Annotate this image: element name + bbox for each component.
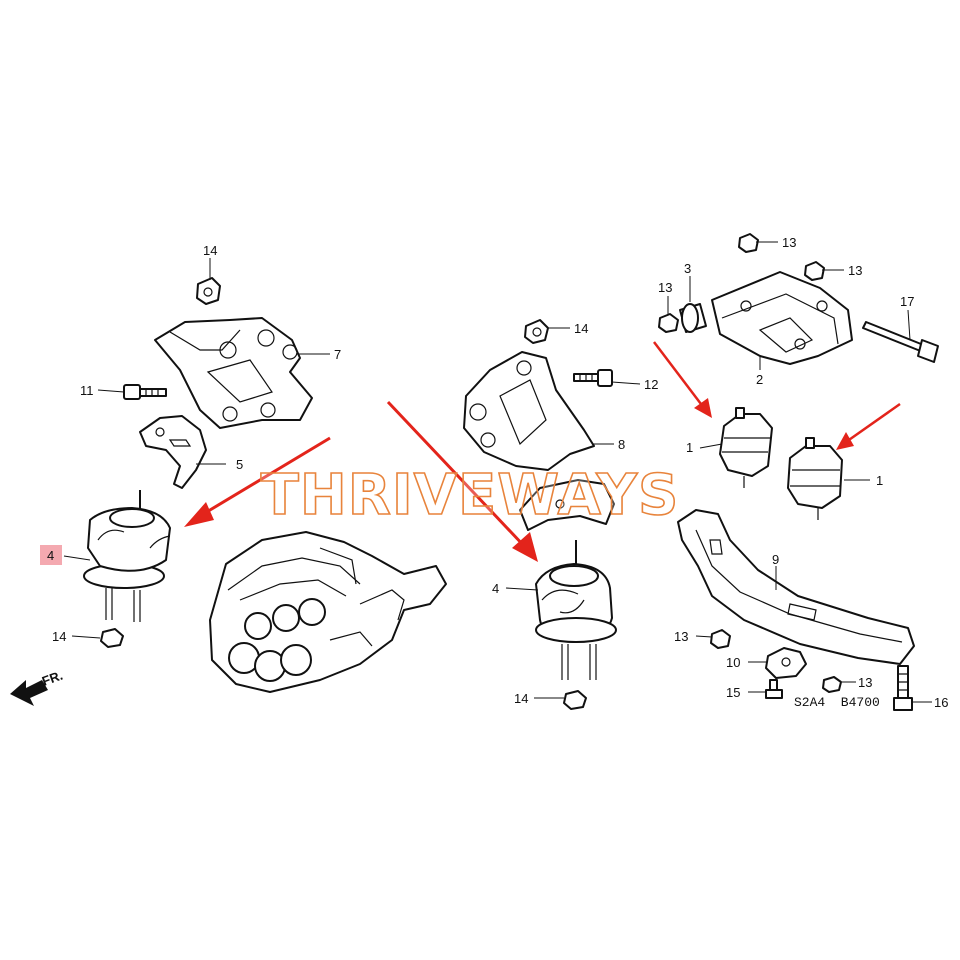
callout-13: 13 [782, 235, 796, 250]
nut-13-left [658, 313, 679, 333]
bolt-15 [765, 679, 783, 699]
bolt-17 [862, 321, 939, 363]
rubber-mount-1-right [787, 437, 843, 520]
callout-15: 15 [726, 685, 740, 700]
stopper-plate-5 [139, 415, 207, 489]
nut-13-lower [710, 629, 731, 649]
engine-assembly [209, 531, 447, 693]
callout-13: 13 [858, 675, 872, 690]
subframe-beam-9 [677, 509, 915, 665]
bushing-3 [679, 303, 707, 333]
callout-2: 2 [756, 372, 763, 387]
nut-13-second [804, 261, 825, 281]
nut-13-bottom [822, 676, 842, 693]
callout-1: 1 [876, 473, 883, 488]
bolt-16 [893, 665, 913, 711]
watermark-text: THRIVEWAYS [261, 463, 680, 528]
callout-8: 8 [618, 437, 625, 452]
callout-14: 14 [203, 243, 217, 258]
indicator-arrow-center [386, 400, 538, 562]
callout-4: 4 [492, 581, 499, 596]
callout-3: 3 [684, 261, 691, 276]
indicator-arrow-right-upper [653, 341, 712, 418]
indicator-arrow-left [184, 436, 331, 527]
nut-14-lower-left [100, 628, 124, 648]
nut-13-top [738, 233, 759, 253]
callout-7: 7 [334, 347, 341, 362]
front-direction-arrow-icon [10, 680, 48, 706]
mount-bracket-8 [463, 351, 595, 471]
callout-14: 14 [52, 629, 66, 644]
nut-14-top-left [196, 277, 221, 305]
front-direction-label: FR. [40, 668, 65, 689]
callout-4-highlighted: 4 [47, 548, 54, 563]
bolt-11 [123, 384, 167, 400]
callout-13: 13 [848, 263, 862, 278]
callout-12: 12 [644, 377, 658, 392]
engine-mount-4-center [535, 540, 617, 680]
damper-10 [765, 647, 807, 679]
callout-11: 11 [80, 383, 94, 398]
nut-14-center-top [524, 319, 549, 344]
callout-17: 17 [900, 294, 914, 309]
callout-highlight-box [40, 545, 62, 565]
callout-5: 5 [236, 457, 243, 472]
callout-16: 16 [934, 695, 948, 710]
rubber-mount-1-left [719, 407, 773, 488]
nut-14-center-bottom [563, 690, 587, 710]
engine-mount-4-left [83, 490, 171, 622]
callout-14: 14 [574, 321, 588, 336]
engine-bracket-7 [154, 317, 313, 429]
callout-13: 13 [658, 280, 672, 295]
indicator-arrow-right [836, 402, 901, 450]
crossmember-bracket-2 [711, 271, 853, 365]
bolt-12 [573, 369, 613, 387]
callout-14: 14 [514, 691, 528, 706]
stopper-plate-6 [519, 479, 615, 531]
callout-13: 13 [674, 629, 688, 644]
callout-9: 9 [772, 552, 779, 567]
callout-10: 10 [726, 655, 740, 670]
callout-1: 1 [686, 440, 693, 455]
diagram-code: S2A4 B4700 [794, 695, 880, 710]
